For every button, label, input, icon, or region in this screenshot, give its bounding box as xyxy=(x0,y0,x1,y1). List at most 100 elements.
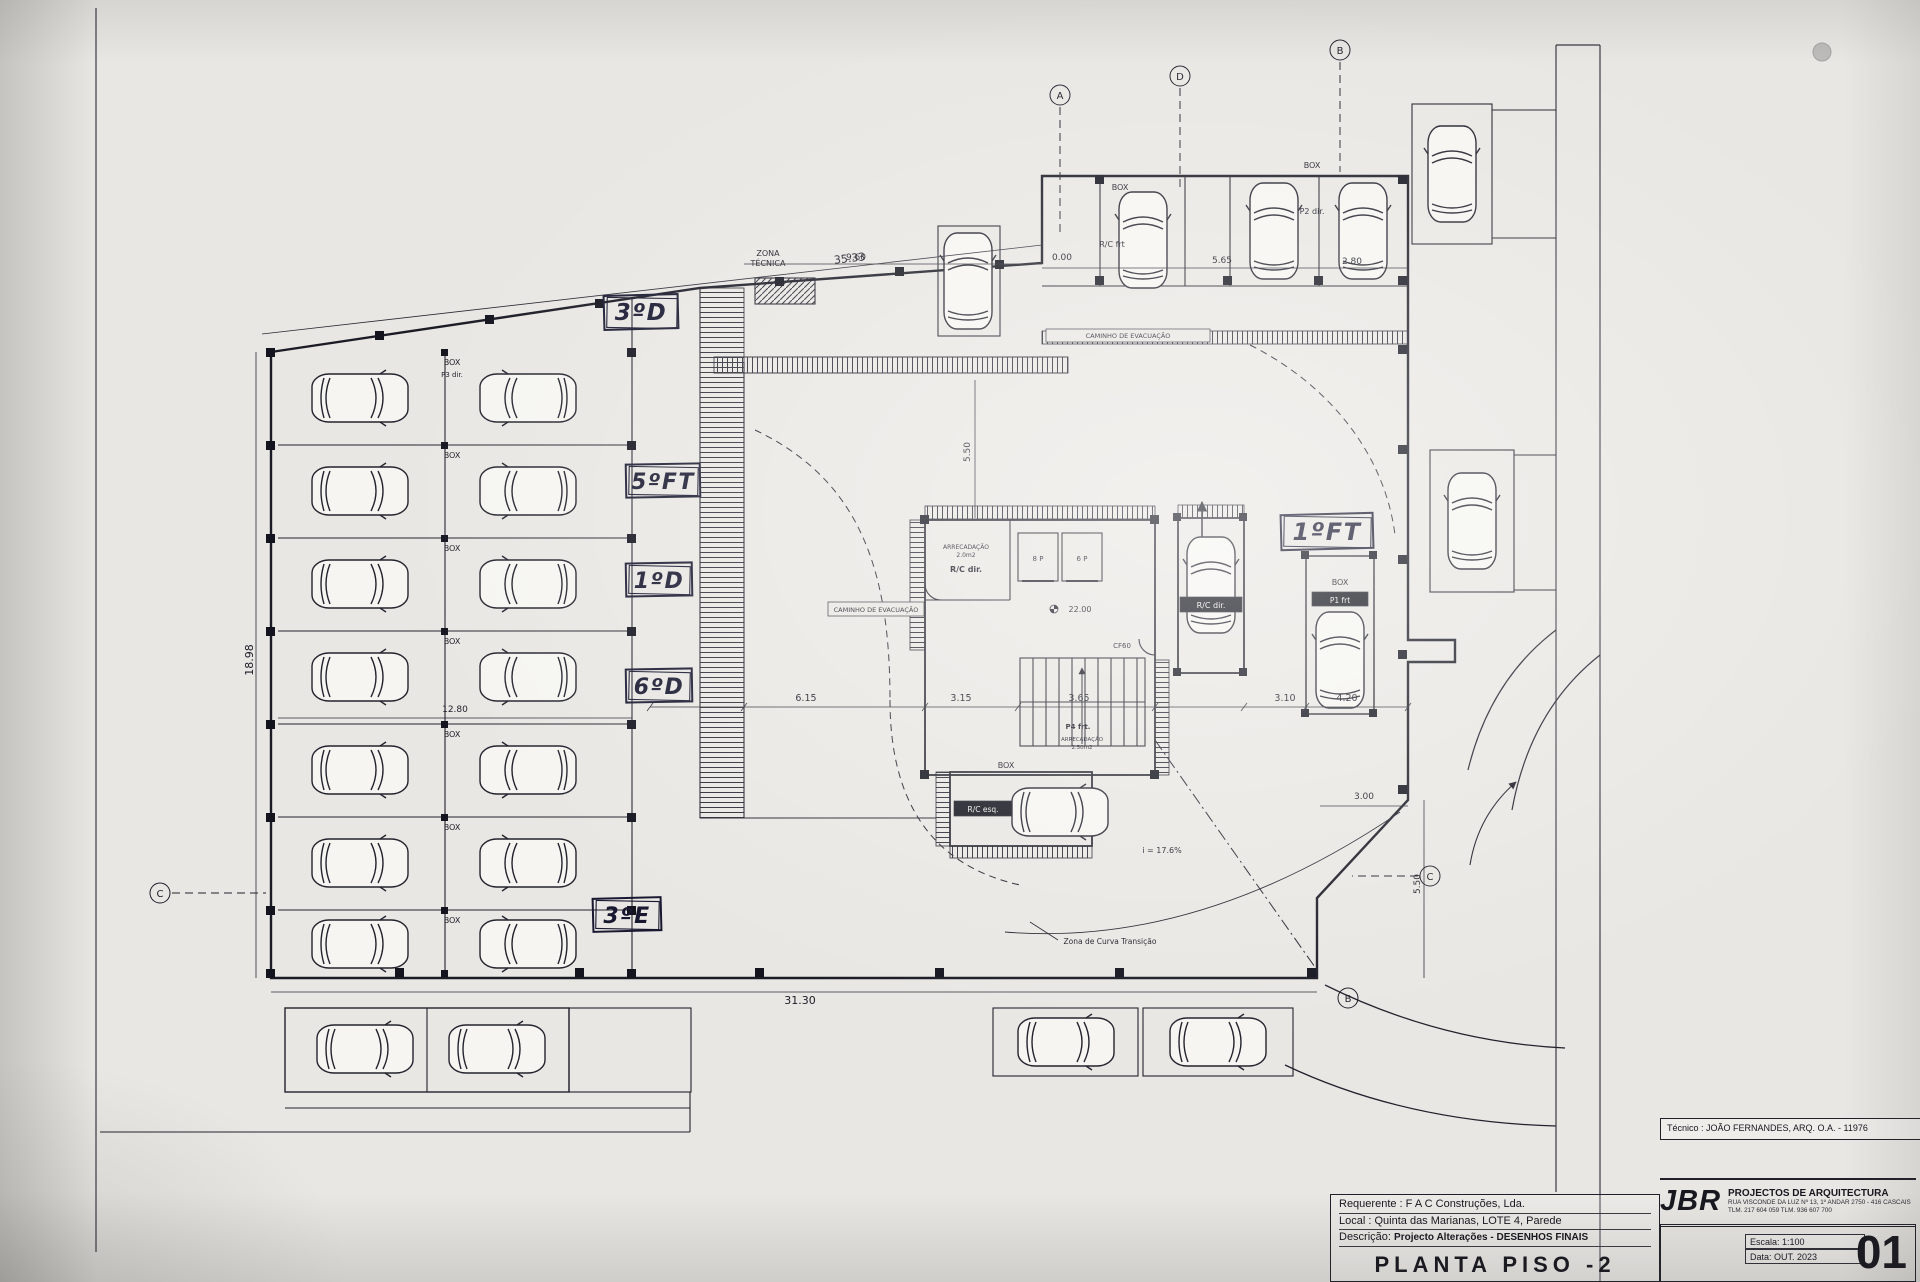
dim-left: 18.98 xyxy=(243,644,256,676)
local-label: Local : xyxy=(1339,1214,1372,1227)
firm-panel: JBR PROJECTOS DE ARQUITECTURA RUA VISCON… xyxy=(1660,1178,1916,1227)
car xyxy=(1169,1013,1267,1071)
descricao-row: Descrição: Projecto Alterações - DESENHO… xyxy=(1339,1230,1651,1247)
car xyxy=(1423,125,1481,223)
dimension-lines xyxy=(255,244,1425,993)
dim-4-20: 4.20 xyxy=(1336,693,1357,704)
stall-label-p2-dir: P2 dir. xyxy=(1300,207,1325,216)
dim-2-80: 2.80 xyxy=(1342,257,1362,267)
car xyxy=(311,555,409,613)
hatched-walls xyxy=(699,277,1409,859)
handwritten-unit-1d: 1ºD xyxy=(634,569,684,594)
plan-labels: 35.33 18.98 31.30 12.80 9.60 0.00 5.65 2… xyxy=(243,161,1423,1007)
box-label: BOX xyxy=(444,451,461,460)
car xyxy=(1245,182,1303,280)
firm-logo: JBR xyxy=(1660,1185,1722,1217)
car xyxy=(311,369,409,427)
box-label: BOX xyxy=(998,761,1015,770)
section-marker-c-right: C xyxy=(1427,872,1434,883)
handwritten-unit-1ft: 1ºFT xyxy=(1293,518,1362,546)
transition-curve-label: Zona de Curva Transição xyxy=(1064,937,1157,946)
level-marker xyxy=(1049,604,1059,614)
section-marker-d: D xyxy=(1176,72,1184,83)
tecnico-text: Técnico : JOÃO FERNANDES, ARQ. O.A. - 11… xyxy=(1667,1123,1868,1133)
section-marker-b-bottom: B xyxy=(1345,994,1352,1005)
box-label: BOX xyxy=(444,358,461,367)
descricao-value: Projecto Alterações - DESENHOS FINAIS xyxy=(1394,1232,1589,1243)
punch-hole xyxy=(1812,42,1832,62)
dim-top: 35.33 xyxy=(833,250,866,266)
dim-3-10: 3.10 xyxy=(1274,693,1295,704)
interior-lines xyxy=(100,103,1601,1133)
stall-label-p4-frt: P4 frt. xyxy=(1066,723,1091,731)
car xyxy=(311,741,409,799)
handwritten-unit-3e: 3ºE xyxy=(603,904,650,929)
stall-label-rc-dir: R/C dir. xyxy=(1197,601,1226,610)
stall-label-p1-frt: P1 frt xyxy=(1330,596,1350,605)
box-label: BOX xyxy=(444,916,461,925)
car xyxy=(1017,1013,1115,1071)
dim-3-00: 3.00 xyxy=(1354,792,1374,802)
dim-0-00: 0.00 xyxy=(1052,253,1072,263)
car xyxy=(311,915,409,973)
box-label: BOX xyxy=(444,823,461,832)
ramp-slope-label: i = 17.6% xyxy=(1142,846,1182,855)
car xyxy=(448,1020,546,1078)
requerente-value: F A C Construções, Lda. xyxy=(1405,1198,1525,1210)
car xyxy=(479,462,577,520)
storage-area-label: 2.0m2 xyxy=(956,552,975,559)
direction-arrows xyxy=(1029,500,1517,941)
car xyxy=(479,555,577,613)
car xyxy=(1182,536,1240,634)
local-row: Local : Quinta das Marianas, LOTE 4, Par… xyxy=(1339,1214,1651,1230)
handwritten-unit-6d: 6ºD xyxy=(634,675,684,700)
dim-9-60: 9.60 xyxy=(846,253,866,263)
stall-label-rc-esq: R/C esq. xyxy=(967,805,998,814)
car xyxy=(479,741,577,799)
evacuation-path-label: CAMINHO DE EVACUAÇÃO xyxy=(1086,331,1171,340)
requerente-row: Requerente : F A C Construções, Lda. xyxy=(1339,1197,1651,1214)
drive-paths xyxy=(172,62,1418,971)
box-label: BOX xyxy=(444,730,461,739)
dim-6-15: 6.15 xyxy=(795,693,816,704)
scale-field: Escala: 1:100 xyxy=(1745,1234,1865,1249)
elevator-6p-label: 6 P xyxy=(1077,555,1088,563)
project-info-panel: Requerente : F A C Construções, Lda. Loc… xyxy=(1330,1194,1660,1282)
descricao-label: Descrição: xyxy=(1339,1231,1391,1243)
dim-5-50-right: 5.50 xyxy=(1413,874,1423,894)
stall-label-p3-dir: P3 dir. xyxy=(441,371,463,379)
section-markers: A D B C C B xyxy=(149,39,1441,1009)
requerente-label: Requerente : xyxy=(1339,1198,1403,1210)
storage-label: ARRECADAÇÃO xyxy=(1061,736,1104,743)
structural-columns xyxy=(266,175,1407,978)
car xyxy=(311,462,409,520)
label-boxes xyxy=(827,328,1369,817)
dim-3-65: 3.65 xyxy=(1068,693,1089,704)
box-label: BOX xyxy=(1112,183,1129,192)
dim-5-50-top: 5.50 xyxy=(963,442,973,462)
dim-inner-left: 12.80 xyxy=(442,705,468,715)
box-label: BOX xyxy=(1332,578,1349,587)
elevator-8p-label: 8 P xyxy=(1033,555,1044,563)
car xyxy=(316,1020,414,1078)
storage-label-rc-dir: R/C dir. xyxy=(950,565,982,574)
sheet-number: 01 xyxy=(1855,1226,1907,1278)
title-block: Técnico : JOÃO FERNANDES, ARQ. O.A. - 11… xyxy=(1330,1118,1920,1282)
handwritten-unit-5ft: 5ºFT xyxy=(631,470,695,495)
car xyxy=(939,232,997,330)
date-field: Data: OUT. 2023 xyxy=(1745,1249,1865,1264)
box-label: BOX xyxy=(444,544,461,553)
level-value: 22.00 xyxy=(1069,605,1092,614)
storage-area-label: 2.50m2 xyxy=(1071,745,1092,751)
car xyxy=(311,834,409,892)
section-marker-c-left: C xyxy=(157,889,164,900)
section-marker-b: B xyxy=(1337,46,1344,57)
car xyxy=(1443,472,1501,570)
handwritten-unit-3d: 3ºD xyxy=(615,300,668,326)
section-marker-a: A xyxy=(1057,91,1064,102)
sheet-frame xyxy=(95,8,1601,1282)
box-label: BOX xyxy=(444,637,461,646)
drawing-title: PLANTA PISO -2 xyxy=(1374,1251,1616,1277)
stall-label-rc-frt: R/C frt xyxy=(1099,240,1125,249)
